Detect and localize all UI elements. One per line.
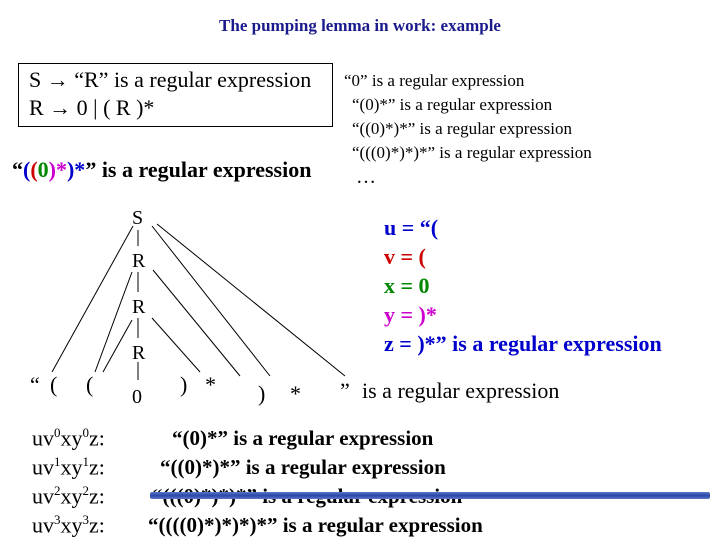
yield-close-1: ) [258, 381, 266, 406]
decomp-u-label: u = [384, 215, 420, 240]
yield-star-2: * [205, 372, 216, 397]
yield-paren-2: ( [86, 372, 94, 397]
decomp-z-value: )*” is a regular expression [417, 331, 662, 356]
decomp-u: u = “( [384, 215, 438, 241]
grammar-box: S → “R” is a regular expression R → 0 | … [18, 63, 333, 127]
example-1: “0” is a regular expression [344, 71, 525, 90]
decomp-y: y = )* [384, 302, 437, 328]
tree-node-r1: R [132, 250, 146, 272]
tree-leaf-zero: 0 [132, 386, 142, 408]
iteration-label-3: uv3xy3z: [32, 512, 105, 538]
decomp-v-label: v = [384, 244, 419, 269]
decomp-y-value: )* [418, 302, 437, 327]
tree-node-r3: R [132, 342, 146, 364]
example-4: “(((0)*)*)*” is a regular expression [352, 143, 592, 162]
claim-open-quote: “ [12, 157, 23, 182]
example-2: “(0)*” is a regular expression [352, 95, 553, 114]
grammar-rule-2: R → 0 | ( R )* [29, 95, 155, 120]
iteration-label-1: uv1xy1z: [32, 454, 105, 480]
claim-close-quote: ” [85, 157, 97, 182]
example-ellipsis: … [356, 166, 376, 188]
tree-node-s: S [132, 207, 144, 229]
decomp-x: x = 0 [384, 273, 430, 299]
decomp-x-value: 0 [418, 273, 430, 298]
claim-zero: 0 [37, 157, 49, 182]
claim-close-1: )* [48, 157, 67, 182]
horizontal-scrollbar[interactable] [150, 492, 710, 499]
iteration-label-0: uv0xy0z: [32, 425, 105, 451]
decomp-x-label: x = [384, 273, 419, 298]
yield-open-quote: “ [30, 372, 40, 397]
yield-star-1: * [290, 381, 301, 406]
tree-node-r2: R [132, 296, 146, 318]
yield-close-quote: ” [340, 378, 350, 403]
iteration-string-3: “((((0)*)*)*)*” is a regular expression [148, 513, 483, 537]
yield-suffix: is a regular expression [362, 378, 560, 403]
claim-paren-2: ( [30, 157, 38, 182]
decomp-z: z = )*” is a regular expression [384, 331, 662, 357]
decomp-z-label: z = [384, 331, 418, 356]
claim-close-2: )* [66, 157, 86, 182]
decomp-y-label: y = [384, 302, 419, 327]
slide-title: The pumping lemma in work: example [219, 16, 501, 35]
grammar-rule-1: S → “R” is a regular expression [29, 67, 312, 92]
iteration-label-2: uv2xy2z: [32, 483, 105, 509]
yield-close-2: ) [180, 372, 188, 397]
claim-suffix: is a regular expression [96, 157, 312, 182]
decomp-v: v = ( [384, 244, 426, 270]
decomp-v-value: ( [418, 244, 426, 269]
iteration-string-0: “(0)*” is a regular expression [172, 426, 434, 450]
main-claim: “((0)*)*” is a regular expression [12, 157, 311, 183]
example-3: “((0)*)*” is a regular expression [352, 119, 572, 138]
claim-paren-1: ( [23, 157, 31, 182]
iteration-string-1: “((0)*)*” is a regular expression [160, 455, 446, 479]
decomp-u-value: “( [419, 215, 439, 240]
yield-paren-1: ( [50, 372, 58, 397]
